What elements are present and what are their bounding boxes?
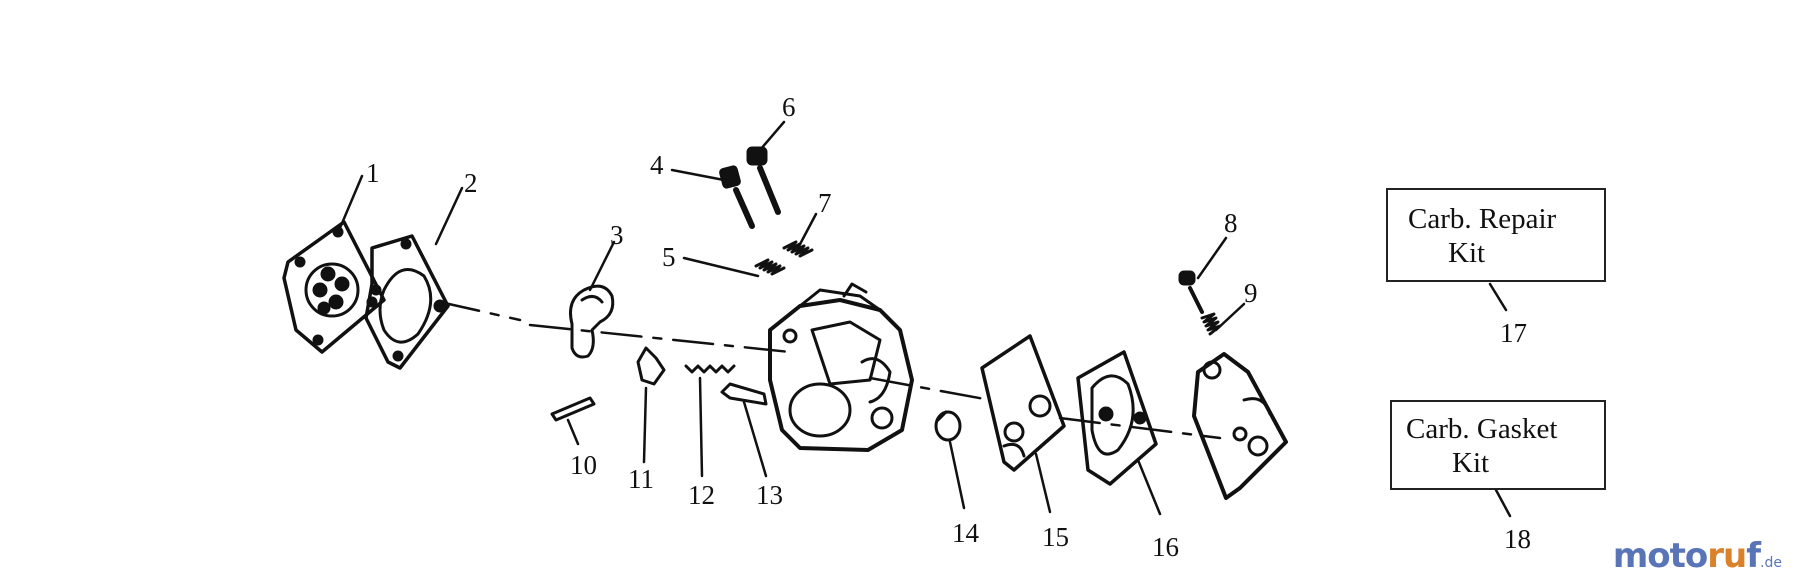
carb-repair-kit-line1: Carb. Repair	[1408, 203, 1557, 235]
part-8-screw	[1178, 270, 1204, 314]
carburetor-body	[768, 282, 914, 452]
motoruf-watermark-logo: motoruf.de	[1613, 536, 1782, 576]
part-13-inlet-needle	[720, 382, 768, 406]
callout-4: 4	[650, 150, 664, 180]
callout-6: 6	[782, 92, 796, 122]
part-15-metering-diaphragm	[980, 334, 1066, 472]
part-10-pin	[550, 396, 596, 422]
watermark-tail: f	[1746, 536, 1761, 576]
part-3-fuel-inlet-fitting	[569, 284, 615, 359]
callout-7: 7	[818, 188, 832, 218]
callout-5: 5	[662, 242, 676, 272]
callout-14: 14	[952, 518, 980, 548]
callout-8: 8	[1224, 208, 1238, 238]
callout-numbers: 1 2 3 4 5 6 7 8 9 10 11 12 13 14 15 16 1…	[366, 92, 1531, 562]
callout-11: 11	[628, 464, 654, 494]
carb-gasket-kit-line1: Carb. Gasket	[1406, 413, 1558, 445]
callout-18: 18	[1504, 524, 1531, 554]
callout-leaders	[338, 120, 1512, 518]
carb-repair-kit-box: Carb. Repair Kit	[1386, 188, 1606, 282]
callout-10: 10	[570, 450, 597, 480]
carb-repair-kit-line2: Kit	[1448, 237, 1486, 269]
part-14-welch-plug	[934, 410, 962, 442]
callout-16: 16	[1152, 532, 1179, 562]
part-11-metering-lever	[636, 346, 666, 386]
watermark-main: moto	[1612, 536, 1708, 576]
callout-9: 9	[1244, 278, 1258, 308]
part-4-screw	[719, 165, 755, 229]
callout-13: 13	[756, 480, 783, 510]
callout-1: 1	[366, 158, 380, 188]
callout-15: 15	[1042, 522, 1069, 552]
callout-2: 2	[464, 168, 478, 198]
watermark-accent: ru	[1707, 536, 1747, 576]
callout-12: 12	[688, 480, 715, 510]
watermark-tld: .de	[1760, 555, 1782, 571]
part-1-pump-cover	[282, 220, 386, 354]
part-12-spring	[684, 364, 736, 374]
carb-gasket-kit-line2: Kit	[1452, 447, 1490, 479]
part-5-spring	[754, 258, 786, 276]
part-6-screw	[746, 146, 781, 215]
part-16-metering-gasket	[1076, 350, 1158, 486]
metering-cover	[1192, 352, 1288, 500]
carb-gasket-kit-box: Carb. Gasket Kit	[1390, 400, 1606, 490]
part-2-pump-gasket	[364, 234, 450, 370]
assembly-axis-lines	[438, 300, 1222, 440]
callout-3: 3	[610, 220, 624, 250]
part-9-spring	[1200, 312, 1222, 336]
callout-17: 17	[1500, 318, 1527, 348]
